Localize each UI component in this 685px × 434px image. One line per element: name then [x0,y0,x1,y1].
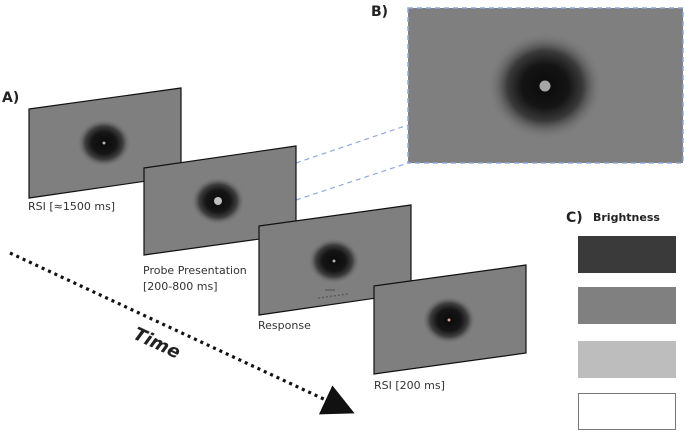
time-arrow [9,251,355,415]
stage-rsi-2-caption: RSI [200 ms] [374,379,445,392]
stage-rsi-1-caption: RSI [≈1500 ms] [28,200,115,213]
label-c: C) [566,210,583,226]
brightness-swatch-light [578,341,676,378]
stage-probe-caption-line2: [200-800 ms] [143,280,218,293]
brightness-swatch-dark [578,236,676,273]
brightness-swatch-mid [578,287,676,324]
zoom-connector-bottom [295,162,409,201]
stage-rsi-1: RSI [≈1500 ms] [28,87,182,213]
zoom-probe-disc [539,80,551,92]
label-a: A) [2,90,19,106]
stage-response: Response [258,204,412,332]
label-b: B) [371,4,388,20]
stage-response-caption: Response [258,319,311,332]
response-scale [317,289,349,299]
stage-probe: Probe Presentation [200-800 ms] [143,145,297,293]
brightness-legend: Brightness [578,211,676,430]
brightness-title: Brightness [593,211,660,224]
fixation-dot [102,141,106,145]
stage-rsi-2: RSI [200 ms] [373,264,527,392]
fixation-dot [332,259,336,263]
zoom-panel-border [407,7,684,164]
zoom-connector-top [295,124,409,164]
zoom-panel [407,7,684,164]
stage-probe-caption-line1: Probe Presentation [143,264,247,277]
fixation-dot [447,318,451,322]
probe-disc [214,197,222,205]
brightness-swatch-white [578,393,676,430]
